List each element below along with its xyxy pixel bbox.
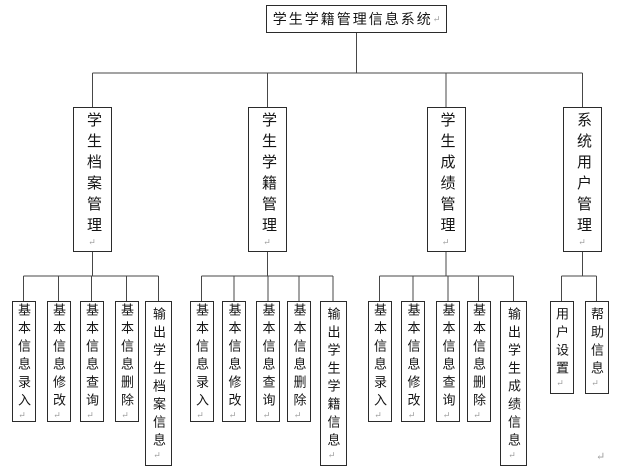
leaf-node-1-5: 输出学生档案信息↵ [145, 301, 172, 466]
branch-node-3: 学生成绩管理↵ [426, 107, 466, 252]
leaf-node-1-3: 基本信息查询↵ [79, 301, 104, 422]
leaf-node-3-1: 基本信息录入↵ [367, 301, 392, 422]
paragraph-mark-icon: ↵ [121, 410, 131, 421]
leaf-node-4-2: 帮助信息↵ [584, 301, 609, 394]
paragraph-mark-icon: ↵ [153, 450, 163, 461]
leaf-node-3-3-label: 基本信息查询↵ [440, 302, 456, 421]
leaf-node-3-2-label: 基本信息修改↵ [405, 302, 421, 421]
paragraph-mark-icon: ↵ [228, 410, 239, 421]
root-node-label: 学生学籍管理信息系统 [272, 13, 433, 28]
leaf-node-1-1: 基本信息录入↵ [11, 301, 36, 422]
root-node: 学生学籍管理信息系统↵ [266, 5, 447, 33]
paragraph-mark-icon: ↵ [53, 410, 63, 421]
paragraph-mark-icon: ↵ [196, 410, 206, 421]
branch-node-4-label: 系统用户管理↵ [575, 111, 591, 248]
leaf-node-1-1-label: 基本信息录入↵ [16, 302, 31, 421]
paragraph-mark-icon: ↵ [293, 410, 304, 421]
leaf-node-2-4-label: 基本信息删除↵ [291, 302, 307, 421]
paragraph-mark-icon: ↵ [262, 410, 273, 421]
leaf-node-2-2: 基本信息修改↵ [222, 301, 246, 422]
leaf-node-3-4: 基本信息删除↵ [466, 301, 491, 422]
branch-node-4: 系统用户管理↵ [563, 107, 602, 252]
leaf-node-2-4: 基本信息删除↵ [287, 301, 311, 422]
leaf-node-1-4-label: 基本信息删除↵ [119, 302, 134, 421]
leaf-node-2-1: 基本信息录入↵ [189, 301, 214, 422]
leaf-node-2-3-label: 基本信息查询↵ [260, 302, 276, 421]
stray-paragraph-mark: ↵ [596, 451, 606, 463]
leaf-node-2-2-label: 基本信息修改↵ [226, 302, 242, 421]
branch-node-1-label: 学生档案管理↵ [85, 111, 101, 248]
paragraph-mark-icon: ↵ [86, 410, 96, 421]
paragraph-mark-icon: ↵ [263, 237, 273, 248]
leaf-node-3-2: 基本信息修改↵ [401, 301, 425, 422]
leaf-node-1-4: 基本信息删除↵ [114, 301, 139, 422]
leaf-node-2-5: 输出学生学籍信息↵ [319, 301, 347, 466]
leaf-node-1-2-label: 基本信息修改↵ [51, 302, 66, 421]
paragraph-mark-icon: ↵ [88, 237, 98, 248]
leaf-node-3-5: 输出学生成绩信息↵ [500, 301, 527, 466]
leaf-node-1-3-label: 基本信息查询↵ [84, 302, 99, 421]
leaf-node-1-5-label: 输出学生档案信息↵ [151, 306, 166, 461]
paragraph-mark-icon: ↵ [441, 237, 452, 248]
paragraph-mark-icon: ↵ [374, 410, 384, 421]
leaf-node-3-3: 基本信息查询↵ [436, 301, 460, 422]
leaf-node-2-5-label: 输出学生学籍信息↵ [325, 306, 341, 461]
paragraph-mark-icon: ↵ [556, 378, 566, 389]
leaf-node-4-1-label: 用户设置↵ [554, 306, 569, 389]
paragraph-mark-icon: ↵ [327, 450, 338, 461]
leaf-node-2-3: 基本信息查询↵ [256, 301, 280, 422]
paragraph-mark-icon: ↵ [591, 378, 601, 389]
paragraph-mark-icon: ↵ [18, 410, 28, 421]
branch-node-2-label: 学生学籍管理↵ [260, 111, 276, 248]
branch-node-3-label: 学生成绩管理↵ [438, 111, 455, 248]
leaf-node-4-1: 用户设置↵ [549, 301, 574, 394]
paragraph-mark-icon: ↵ [407, 410, 418, 421]
branch-node-2: 学生学籍管理↵ [248, 107, 287, 252]
leaf-node-3-4-label: 基本信息删除↵ [471, 302, 486, 421]
paragraph-mark-icon: ↵ [578, 237, 588, 248]
paragraph-mark-icon: ↵ [432, 13, 441, 24]
leaf-node-1-2: 基本信息修改↵ [46, 301, 71, 422]
leaf-node-2-1-label: 基本信息录入↵ [194, 302, 209, 421]
branch-node-1: 学生档案管理↵ [73, 107, 112, 252]
leaf-node-4-2-label: 帮助信息↵ [589, 306, 604, 389]
paragraph-mark-icon: ↵ [508, 450, 518, 461]
leaf-node-3-1-label: 基本信息录入↵ [372, 302, 387, 421]
paragraph-mark-icon: ↵ [442, 410, 453, 421]
leaf-node-3-5-label: 输出学生成绩信息↵ [506, 306, 521, 461]
paragraph-mark-icon: ↵ [473, 410, 483, 421]
